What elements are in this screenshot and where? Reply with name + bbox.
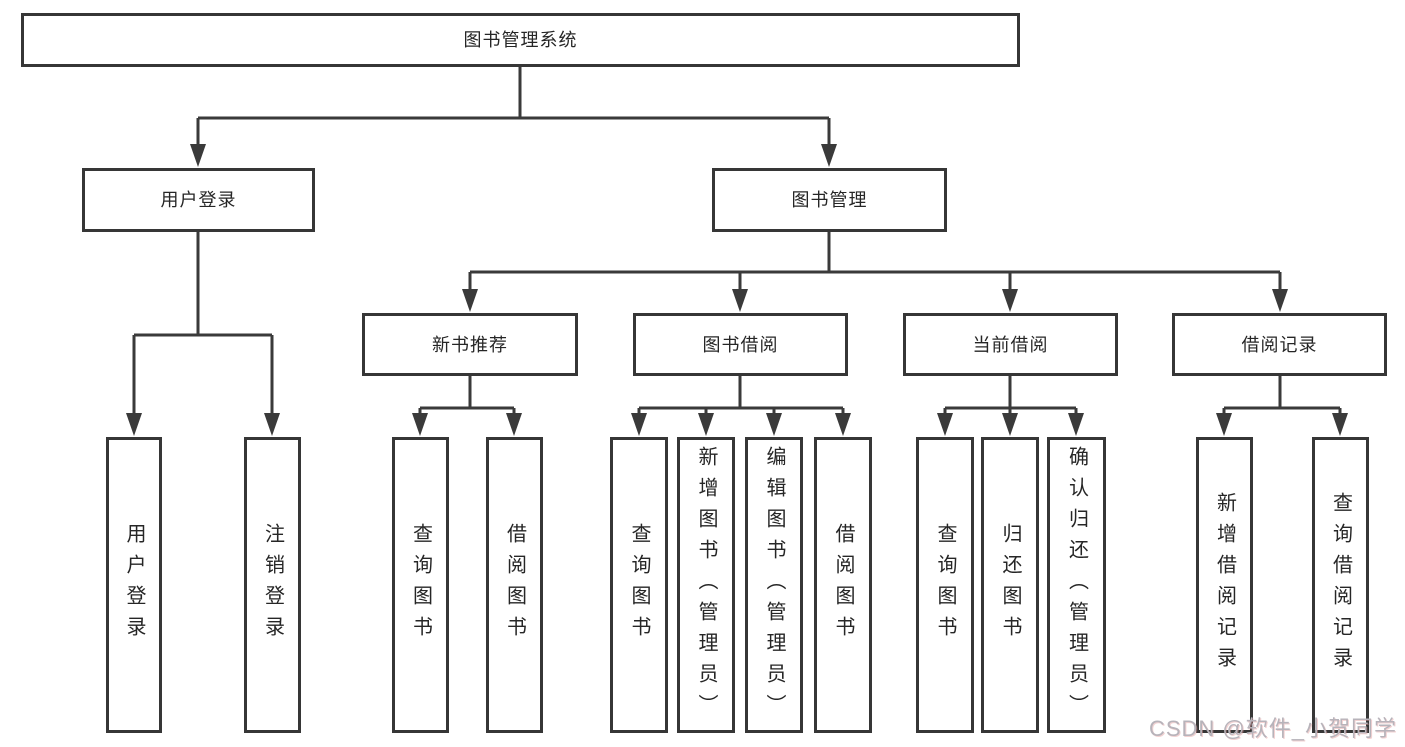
arrowhead-icon xyxy=(631,413,647,436)
arrowhead-icon xyxy=(190,144,206,167)
leaf-query-borrow-record: 查询借阅记录 xyxy=(1312,437,1369,733)
leaf-label: 借阅图书 xyxy=(832,523,854,647)
leaf-label: 新增图书（管理员） xyxy=(695,445,717,725)
leaf-return-books: 归还图书 xyxy=(981,437,1039,733)
arrowhead-icon xyxy=(126,413,142,436)
node-user-login: 用户登录 xyxy=(82,168,315,232)
leaf-label: 查询图书 xyxy=(628,523,650,647)
leaf-borrow-books-1: 借阅图书 xyxy=(486,437,543,733)
arrowhead-icon xyxy=(821,144,837,167)
leaf-label: 查询图书 xyxy=(934,523,956,647)
node-book-management: 图书管理 xyxy=(712,168,947,232)
leaf-label: 归还图书 xyxy=(999,523,1021,647)
arrowhead-icon xyxy=(1216,413,1232,436)
leaf-query-books-1: 查询图书 xyxy=(392,437,449,733)
arrowhead-icon xyxy=(1002,413,1018,436)
leaf-borrow-books-2: 借阅图书 xyxy=(814,437,872,733)
leaf-query-books-3: 查询图书 xyxy=(916,437,974,733)
leaf-logout: 注销登录 xyxy=(244,437,301,733)
arrowhead-icon xyxy=(1002,289,1018,312)
leaf-label: 注销登录 xyxy=(261,523,284,647)
arrowhead-icon xyxy=(766,413,782,436)
arrowhead-icon xyxy=(1068,413,1084,436)
arrowhead-icon xyxy=(698,413,714,436)
arrowhead-icon xyxy=(264,413,280,436)
node-borrow-records: 借阅记录 xyxy=(1172,313,1387,376)
node-current-borrowing: 当前借阅 xyxy=(903,313,1118,376)
leaf-label: 新增借阅记录 xyxy=(1213,492,1236,678)
leaf-label: 用户登录 xyxy=(123,523,145,647)
leaf-label: 查询借阅记录 xyxy=(1329,492,1352,678)
arrowhead-icon xyxy=(412,413,428,436)
arrowhead-icon xyxy=(835,413,851,436)
leaf-user-login: 用户登录 xyxy=(106,437,162,733)
arrowhead-icon xyxy=(462,289,478,312)
arrowhead-icon xyxy=(506,413,522,436)
leaf-add-borrow-record: 新增借阅记录 xyxy=(1196,437,1253,733)
leaf-query-books-2: 查询图书 xyxy=(610,437,668,733)
node-new-book-recommend: 新书推荐 xyxy=(362,313,578,376)
arrowhead-icon xyxy=(1332,413,1348,436)
leaf-confirm-return-admin: 确认归还（管理员） xyxy=(1047,437,1106,733)
arrowhead-icon xyxy=(1272,289,1288,312)
leaf-label: 查询图书 xyxy=(409,523,432,647)
leaf-label: 借阅图书 xyxy=(503,523,526,647)
leaf-label: 编辑图书（管理员） xyxy=(763,445,785,725)
leaf-label: 确认归还（管理员） xyxy=(1065,445,1088,725)
arrowhead-icon xyxy=(937,413,953,436)
node-book-borrowing: 图书借阅 xyxy=(633,313,848,376)
arrowhead-icon xyxy=(732,289,748,312)
node-root-system: 图书管理系统 xyxy=(21,13,1020,67)
leaf-add-books-admin: 新增图书（管理员） xyxy=(677,437,735,733)
leaf-edit-books-admin: 编辑图书（管理员） xyxy=(745,437,803,733)
